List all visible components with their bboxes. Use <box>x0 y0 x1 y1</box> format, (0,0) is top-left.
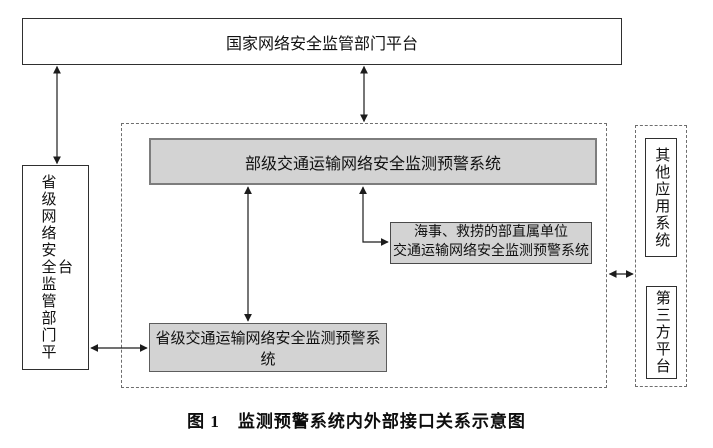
node-other-application-systems-label: 其他应用系统 <box>653 146 670 249</box>
node-national-cybersecurity-platform: 国家网络安全监管部门平台 <box>22 18 622 65</box>
external-systems-dashed-boundary <box>635 125 687 387</box>
node-provincial-regulator-platform-label: 省级网络安全监管部门平台 <box>39 174 73 361</box>
internal-systems-dashed-boundary <box>121 123 607 388</box>
node-provincial-monitoring-system-label: 省级交通运输网络安全监测预警系统 <box>155 330 381 368</box>
node-other-application-systems: 其他应用系统 <box>645 138 677 257</box>
node-provincial-monitoring-system: 省级交通运输网络安全监测预警系统 <box>149 323 387 372</box>
node-provincial-regulator-platform: 省级网络安全监管部门平台 <box>22 165 89 370</box>
node-maritime-salvage-units-system: 海事、救捞的部直属单位 交通运输网络安全监测预警系统 <box>390 222 592 264</box>
node-national-cybersecurity-platform-label: 国家网络安全监管部门平台 <box>225 35 418 53</box>
node-ministry-monitoring-system: 部级交通运输网络安全监测预警系统 <box>149 138 597 185</box>
figure-caption: 图 1 监测预警系统内外部接口关系示意图 <box>187 412 526 431</box>
node-third-party-platform-label: 第三方平台 <box>653 290 670 375</box>
node-maritime-salvage-units-system-line2: 交通运输网络安全监测预警系统 <box>393 244 589 259</box>
node-ministry-monitoring-system-label: 部级交通运输网络安全监测预警系统 <box>244 155 501 173</box>
node-third-party-platform: 第三方平台 <box>646 286 677 379</box>
node-maritime-salvage-units-system-line1: 海事、救捞的部直属单位 <box>414 225 568 241</box>
